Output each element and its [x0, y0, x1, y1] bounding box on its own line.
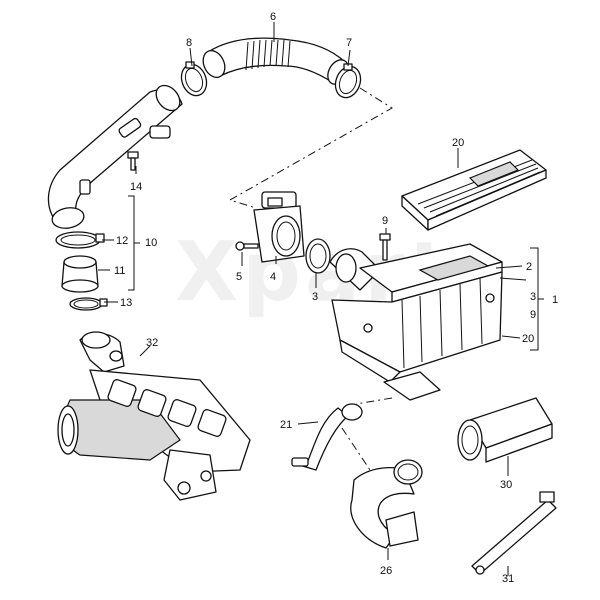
- callout-30: 30: [500, 479, 512, 491]
- air-duct-30: [457, 397, 553, 463]
- hose-clamp-7: [334, 63, 362, 99]
- mass-airflow-sensor: [253, 191, 305, 263]
- air-filter-housing: [329, 243, 503, 401]
- bolt-14: [127, 151, 139, 171]
- callout-32: 32: [146, 337, 158, 349]
- callout-20-top: 20: [452, 137, 464, 149]
- callout-8: 8: [186, 37, 192, 49]
- breather-hose-21: [291, 403, 363, 471]
- callout-4: 4: [270, 271, 276, 283]
- callout-13: 13: [120, 297, 132, 309]
- turbocharger-manifold: [57, 331, 251, 501]
- callout-14: 14: [130, 181, 142, 193]
- callout-3-right: 3: [530, 291, 536, 303]
- callout-11: 11: [114, 265, 125, 277]
- intake-bend-pipe-26: [350, 459, 423, 549]
- screw-5: [235, 241, 259, 251]
- assembly-line-airbox-to-pipe: [341, 427, 371, 471]
- bracket-31: [471, 491, 557, 575]
- callout-31: 31: [502, 573, 514, 585]
- corrugated-intake-hose: [202, 37, 349, 85]
- callout-9-top: 9: [382, 215, 388, 227]
- charge-air-pipe: [47, 84, 183, 229]
- callout-10: 10: [145, 237, 157, 249]
- callout-3-left: 3: [312, 291, 318, 303]
- leader-lines: [98, 22, 544, 576]
- callout-6: 6: [270, 11, 276, 23]
- callout-labels: 6 8 7 20 14 12 10 11 13 32 5 4 3 9 2 3 1…: [114, 11, 558, 585]
- hose-clamp-8: [180, 61, 208, 97]
- callout-26: 26: [380, 565, 392, 577]
- callout-21: 21: [280, 419, 292, 431]
- callout-1: 1: [552, 294, 558, 306]
- screw-9: [379, 233, 391, 261]
- air-filter-element-20: [401, 149, 547, 231]
- callout-7: 7: [346, 37, 352, 49]
- callout-20-right: 20: [522, 333, 534, 345]
- callout-12: 12: [116, 235, 128, 247]
- callout-5: 5: [236, 271, 242, 283]
- hose-clamp-12: [55, 231, 105, 249]
- hose-sleeve-11: [61, 255, 99, 293]
- hose-clamp-13: [69, 297, 108, 311]
- callout-9-right: 9: [530, 309, 536, 321]
- assembly-line-hose-to-mass-flow: [228, 87, 393, 209]
- callout-2: 2: [526, 261, 532, 273]
- assembly-line-airbox-to-hose-21: [355, 397, 393, 405]
